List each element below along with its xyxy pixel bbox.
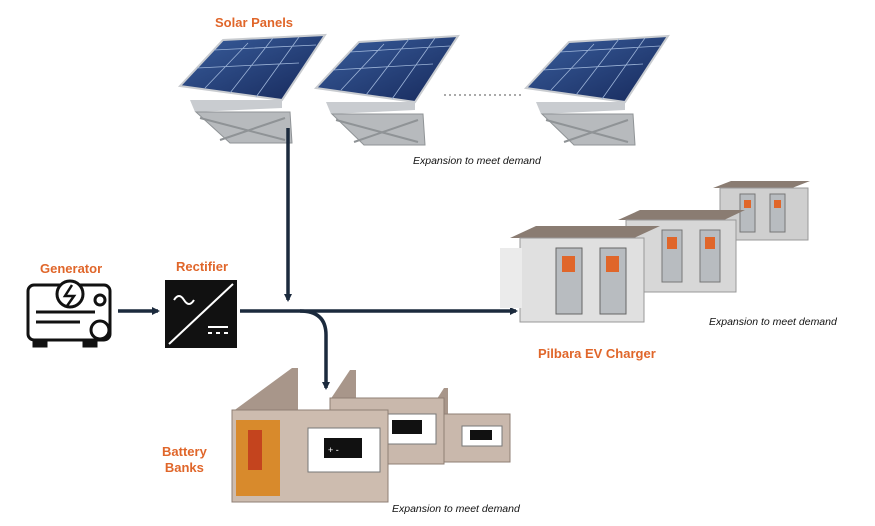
solar-panel-3 [523,34,670,146]
rectifier-label: Rectifier [176,259,229,274]
solar-expansion-note: Expansion to meet demand [413,155,541,167]
charger-expansion-note: Expansion to meet demand [709,316,837,328]
solar-panel-1 [177,33,327,144]
ev-charger-label: Pilbara EV Charger [538,346,656,361]
battery-container-1: + - [231,368,389,503]
rectifier-icon [165,280,237,348]
svg-text:+ -: + - [328,445,339,455]
generator-label: Generator [40,261,103,276]
battery-label-line-2: Banks [164,460,204,475]
solar-panel-2 [313,34,460,146]
solar-panels-label: Solar Panels [215,15,294,30]
connection-lines [118,128,518,390]
battery-label-line-1: Battery [162,444,207,459]
battery-banks-label: Battery Banks [162,444,207,476]
battery-expansion-note: Expansion to meet demand [392,503,520,515]
ev-charger-1 [500,226,660,323]
generator-icon [26,279,112,348]
bus-to-battery-arrow [299,309,330,390]
